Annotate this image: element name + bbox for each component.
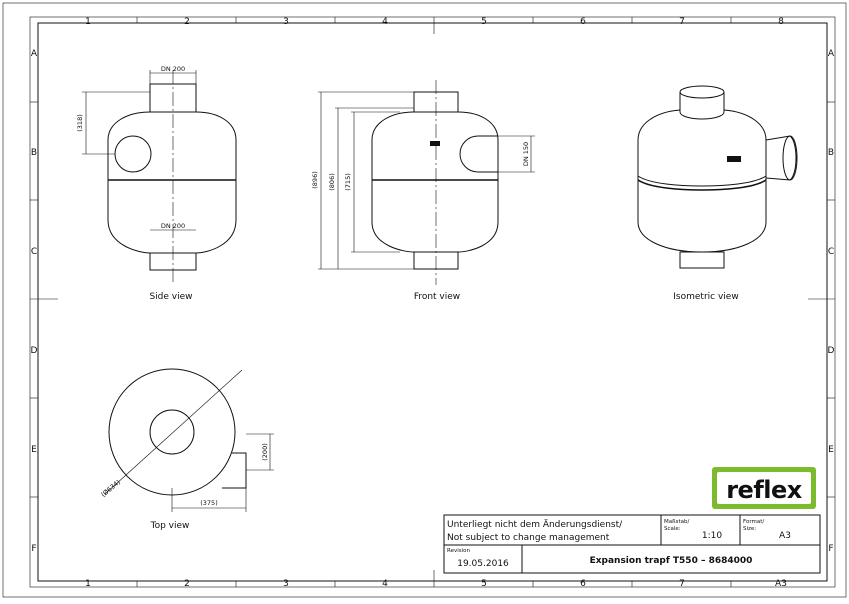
iso-seam-band [637, 175, 767, 187]
top-diameter-line [104, 369, 243, 495]
top-view-label: Top view [150, 521, 190, 531]
front-overall-height-dim: (896) [311, 171, 319, 188]
iso-top-nozzle-body [679, 92, 725, 120]
revision-date: 19.05.2016 [457, 559, 509, 569]
col-label-top-3: 3 [283, 17, 289, 27]
row-label-left-C: C [31, 247, 37, 257]
title-block-frame [443, 514, 821, 574]
row-label-right-B: B [828, 148, 834, 158]
col-label-bottom-6: 6 [580, 579, 586, 589]
col-label-bottom-2: 2 [184, 579, 190, 589]
front-side-nozzle [459, 135, 498, 173]
top-side-nozzle [222, 452, 247, 489]
col-label-top-6: 6 [580, 17, 586, 27]
row-label-right-E: E [828, 445, 834, 455]
row-label-right-D: D [828, 346, 835, 356]
row-label-left-B: B [31, 148, 37, 158]
side-height-318-dim: (318) [76, 114, 84, 131]
format-label-en: Size: [743, 526, 756, 532]
top-view: (375) (200) (Ø634) Top view [99, 368, 274, 531]
col-label-bottom-5: 5 [481, 579, 487, 589]
front-height-806-dim: (806) [328, 173, 336, 190]
side-view: DN 200 DN 200 (318) Side view [76, 65, 237, 302]
isometric-view: Isometric view [637, 85, 798, 302]
note-english: Not subject to change management [447, 533, 610, 543]
iso-top-nozzle-rim [679, 85, 725, 99]
iso-seam [637, 179, 767, 191]
col-label-bottom-1: 1 [85, 579, 91, 589]
row-label-left-A: A [31, 49, 38, 59]
top-nozzle-circle [149, 409, 195, 455]
side-top-nozzle-dim: DN 200 [161, 65, 185, 73]
top-vessel-circle [108, 368, 236, 496]
front-view: (896) (806) (715) DN 150 Front view [311, 80, 535, 302]
col-label-bottom-4: 4 [382, 579, 388, 589]
grid-column-labels: 1 2 3 4 5 6 7 8 1 2 3 4 5 6 7 A3 [85, 17, 787, 589]
logo-inner-panel [717, 472, 811, 504]
col-label-bottom-3: 3 [283, 579, 289, 589]
iso-bottom-nozzle [679, 251, 725, 269]
scale-label-de: Maßstab/ [664, 519, 689, 525]
top-offset-200-dim: (200) [261, 443, 269, 460]
scale-value: 1:10 [702, 531, 722, 541]
drawing-frame [37, 22, 828, 582]
grid-row-ticks [30, 101, 835, 498]
side-view-label: Side view [149, 292, 192, 302]
iso-side-nozzle [765, 135, 797, 181]
title-block: Unterliegt nicht dem Änderungsdienst/ No… [443, 514, 821, 574]
format-label-de: Format/ [743, 519, 764, 525]
col-label-top-1: 1 [85, 17, 91, 27]
side-vessel-body [107, 111, 237, 254]
grid-column-ticks [136, 17, 732, 587]
iso-nameplate [727, 156, 741, 162]
front-height-715-dim: (715) [344, 173, 352, 190]
col-label-top-2: 2 [184, 17, 190, 27]
col-label-top-5: 5 [481, 17, 487, 27]
top-diameter-dim: (Ø634) [99, 478, 121, 499]
top-offset-375-dim: (375) [200, 499, 217, 507]
drawing-title: Expansion trapf T550 – 8684000 [590, 556, 753, 566]
col-label-top-8: 8 [778, 17, 784, 27]
row-label-right-A: A [828, 49, 835, 59]
col-label-bottom-7: 7 [679, 579, 685, 589]
front-vessel-body [371, 111, 499, 253]
front-view-label: Front view [414, 292, 460, 302]
logo-text: reflex [726, 476, 803, 504]
row-label-left-F: F [31, 544, 36, 554]
row-label-left-E: E [31, 445, 37, 455]
iso-vessel-body [637, 109, 767, 253]
row-label-right-C: C [828, 247, 834, 257]
side-port-circle [114, 135, 152, 173]
row-label-right-F: F [828, 544, 833, 554]
row-label-left-D: D [31, 346, 38, 356]
front-nameplate [430, 141, 440, 146]
iso-side-nozzle-rim [782, 135, 798, 181]
scale-label-en: Scale: [664, 526, 681, 532]
side-bottom-nozzle-dim: DN 200 [161, 222, 185, 230]
isometric-view-label: Isometric view [673, 292, 738, 302]
front-side-nozzle-dim: DN 150 [522, 142, 530, 166]
reflex-logo: reflex [712, 467, 816, 509]
col-label-top-4: 4 [382, 17, 388, 27]
note-german: Unterliegt nicht dem Änderungsdienst/ [447, 519, 623, 530]
zone-border [29, 16, 836, 588]
col-label-bottom-sheet-size: A3 [775, 579, 787, 589]
grid-row-labels: A B C D E F A B C D E F [31, 49, 835, 554]
format-value: A3 [779, 531, 791, 541]
col-label-top-7: 7 [679, 17, 685, 27]
revision-label: Revision [447, 548, 470, 554]
